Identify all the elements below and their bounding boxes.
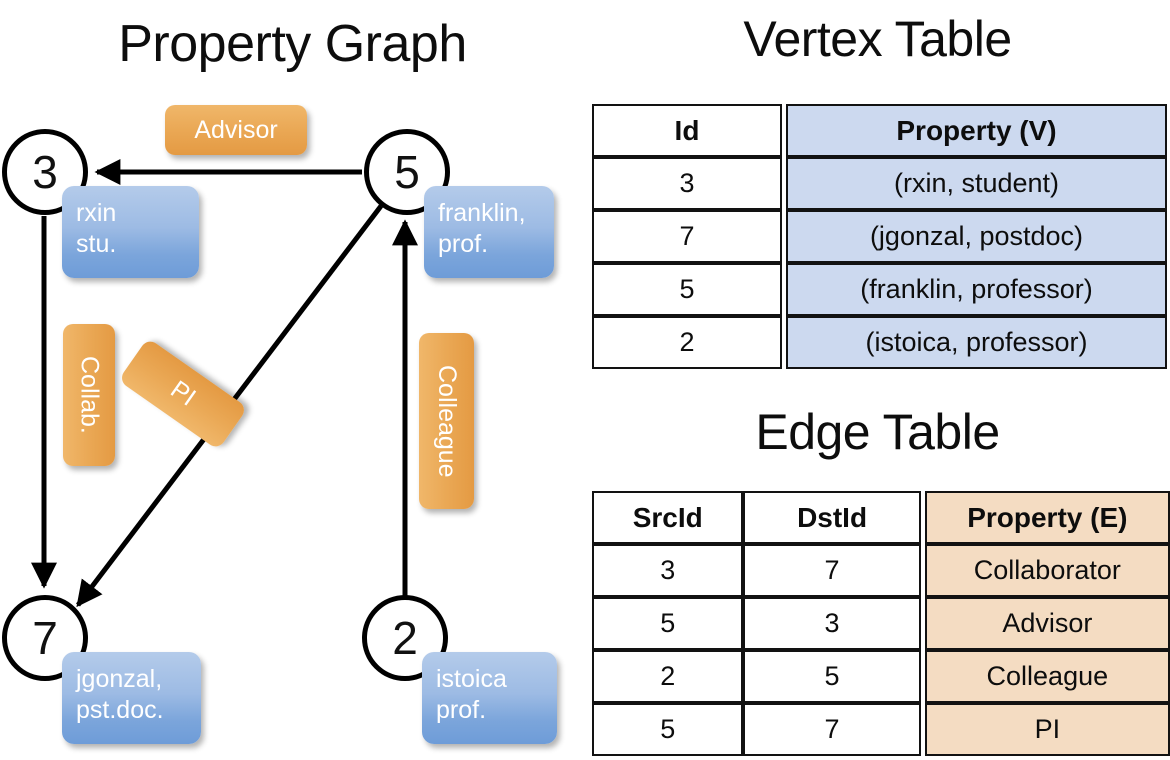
vertex-row-0-property: (rxin, student) (786, 157, 1167, 210)
edge-row-0-dst: 7 (743, 544, 921, 597)
vertex-row-1-property: (jgonzal, postdoc) (786, 210, 1167, 263)
edge-label-collab[interactable]: Collab. (63, 324, 115, 466)
graph-node-2[interactable]: 2 (362, 595, 448, 681)
edge-row-0-src: 3 (592, 544, 744, 597)
table-row[interactable]: 2 5 Colleague (592, 650, 1170, 703)
edge-row-1-property: Advisor (924, 597, 1170, 650)
vertex-property-box-3-line1: rxin (76, 199, 117, 227)
vertex-property-box-5-line1: franklin, (438, 199, 526, 227)
graph-node-5-label: 5 (394, 146, 420, 198)
graph-node-2-label: 2 (392, 612, 418, 664)
vertex-row-1-id: 7 (592, 210, 782, 263)
edge-row-0-property: Collaborator (924, 544, 1170, 597)
edge-table-header-srcid: SrcId (592, 491, 744, 544)
edge-label-colleague-text: Colleague (433, 364, 461, 478)
graph-node-5[interactable]: 5 (364, 129, 450, 215)
vertex-property-box-5-line2: prof. (438, 229, 489, 258)
edge-row-2-property: Colleague (924, 650, 1170, 703)
edge-table-column-gap (920, 491, 925, 544)
edge-row-1-dst: 3 (743, 597, 921, 650)
vertex-row-2-gap (782, 263, 786, 316)
table-row[interactable]: 3 (rxin, student) (592, 157, 1167, 210)
edge-row-0-gap (920, 544, 925, 597)
edge-label-pi-text: PI (165, 375, 201, 412)
vertex-property-box-5[interactable]: franklin, prof. (424, 186, 554, 278)
vertex-row-0-gap (782, 157, 786, 210)
vertex-row-0-id: 3 (592, 157, 782, 210)
edge-row-3-gap (920, 703, 925, 756)
vertex-property-box-2[interactable]: istoica prof. (422, 652, 557, 744)
edge-row-3-src: 5 (592, 703, 744, 756)
property-graph-title: Property Graph (118, 15, 467, 73)
vertex-row-2-id: 5 (592, 263, 782, 316)
vertex-table: Id Property (V) 3 (rxin, student) 7 (jgo… (592, 104, 1167, 369)
vertex-property-box-2-line1: istoica (436, 665, 507, 693)
vertex-row-3-property: (istoica, professor) (786, 316, 1167, 369)
edge-row-2-dst: 5 (743, 650, 921, 703)
vertex-property-box-3[interactable]: rxin stu. (62, 186, 199, 278)
edge-row-1-src: 5 (592, 597, 744, 650)
table-row[interactable]: 3 7 Collaborator (592, 544, 1170, 597)
vertex-row-3-gap (782, 316, 786, 369)
edge-row-1-gap (920, 597, 925, 650)
edge-table-header-row: SrcId DstId Property (E) (592, 491, 1170, 544)
vertex-row-2-property: (franklin, professor) (786, 263, 1167, 316)
edge-label-advisor-text: Advisor (194, 115, 278, 144)
edge-label-colleague[interactable]: Colleague (419, 333, 474, 509)
vertex-table-header-row: Id Property (V) (592, 104, 1167, 157)
vertex-table-title: Vertex Table (743, 11, 1012, 67)
edge-row-2-gap (920, 650, 925, 703)
vertex-property-box-2-line2: prof. (436, 695, 487, 724)
vertex-property-box-3-line2: stu. (76, 229, 117, 258)
table-row[interactable]: 7 (jgonzal, postdoc) (592, 210, 1167, 263)
table-row[interactable]: 2 (istoica, professor) (592, 316, 1167, 369)
table-row[interactable]: 5 7 PI (592, 703, 1170, 756)
edge-table-header-property: Property (E) (924, 491, 1170, 544)
edge-row-3-dst: 7 (743, 703, 921, 756)
edge-row-3-property: PI (924, 703, 1170, 756)
vertex-property-box-7-line1: jgonzal, (76, 665, 163, 693)
vertex-property-box-7[interactable]: jgonzal, pst.doc. (62, 652, 201, 744)
graph-node-3-label: 3 (32, 146, 58, 198)
vertex-property-box-7-line2: pst.doc. (76, 695, 164, 724)
edge-table: SrcId DstId Property (E) 3 7 Collaborato… (592, 491, 1170, 756)
vertex-table-header-id: Id (592, 104, 782, 157)
edge-row-2-src: 2 (592, 650, 744, 703)
table-row[interactable]: 5 3 Advisor (592, 597, 1170, 650)
edge-label-advisor[interactable]: Advisor (165, 105, 307, 155)
vertex-table-column-gap (782, 104, 786, 157)
edge-table-header-dstid: DstId (743, 491, 921, 544)
edge-label-collab-text: Collab. (75, 356, 104, 434)
vertex-row-1-gap (782, 210, 786, 263)
vertex-table-header-property: Property (V) (786, 104, 1167, 157)
table-row[interactable]: 5 (franklin, professor) (592, 263, 1167, 316)
graph-node-7-label: 7 (32, 612, 58, 664)
edge-table-title: Edge Table (755, 404, 1000, 460)
vertex-row-3-id: 2 (592, 316, 782, 369)
